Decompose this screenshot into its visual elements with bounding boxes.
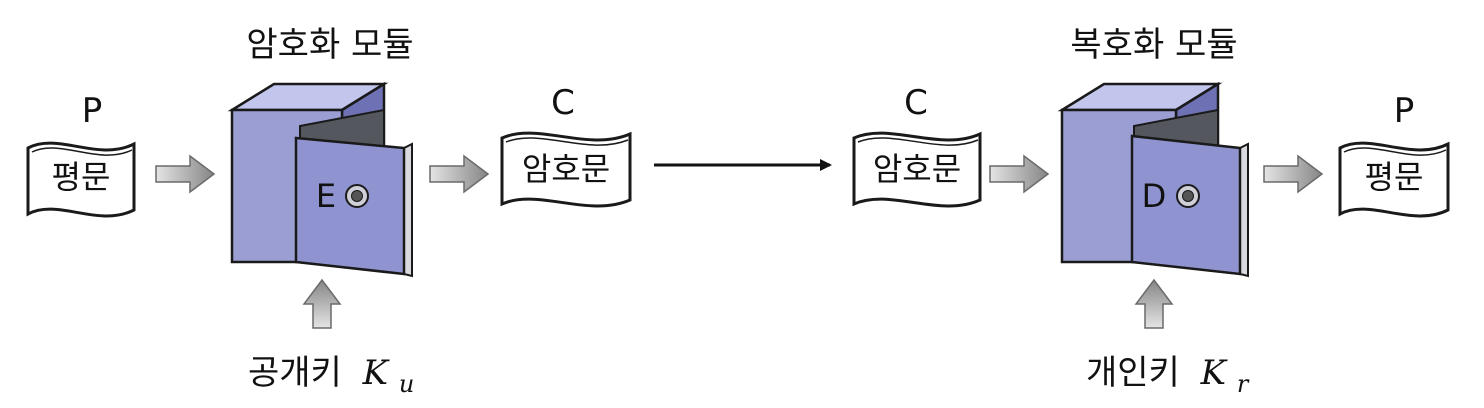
public-key-symbol: K <box>362 353 391 393</box>
plaintext-output-document-icon <box>1338 141 1450 218</box>
encryption-safe-icon <box>227 81 413 278</box>
decryption-module-title: 복호화 모듈 <box>1070 25 1237 65</box>
public-key-subscript: u <box>399 370 414 398</box>
encryption-module-group: 암호화 모듈 P 평문 <box>26 25 632 398</box>
ciphertext-input-label: 암호문 <box>873 150 961 188</box>
decryption-box-letter: D <box>1142 177 1167 215</box>
private-key-label-group: 개인키 K r <box>1086 353 1250 398</box>
combination-lock-icon <box>1176 184 1200 208</box>
public-key-label-group: 공개키 K u <box>248 353 414 398</box>
encryption-box-letter: E <box>316 177 336 215</box>
plaintext-label: 평문 <box>52 158 111 196</box>
private-key-label: 개인키 <box>1086 353 1180 393</box>
decryption-module-group: 복호화 모듈 C 암호문 D 개인키 K <box>852 25 1450 398</box>
public-key-label: 공개키 <box>248 353 342 393</box>
combination-lock-icon <box>345 184 369 208</box>
ciphertext-label: 암호문 <box>522 150 610 188</box>
ciphertext-input-symbol: C <box>904 83 928 123</box>
private-key-subscript: r <box>1237 370 1250 398</box>
plaintext-symbol: P <box>82 91 103 131</box>
flow-arrow-icon <box>989 154 1050 194</box>
flow-arrow-icon <box>1263 154 1324 194</box>
plaintext-output-label: 평문 <box>1365 158 1424 196</box>
private-key-symbol: K <box>1200 353 1229 393</box>
flow-arrow-icon <box>429 154 490 194</box>
ciphertext-input-document-icon <box>852 131 982 208</box>
flow-arrow-icon <box>155 154 216 194</box>
plaintext-output-symbol: P <box>1394 91 1415 131</box>
encryption-module-title: 암호화 모듈 <box>246 25 413 65</box>
decryption-safe-icon <box>1057 81 1249 278</box>
key-input-arrow-icon <box>302 278 342 329</box>
ciphertext-document-icon <box>500 131 632 208</box>
plaintext-document-icon <box>26 141 136 218</box>
key-input-arrow-icon <box>1134 278 1174 329</box>
ciphertext-symbol: C <box>551 83 575 123</box>
